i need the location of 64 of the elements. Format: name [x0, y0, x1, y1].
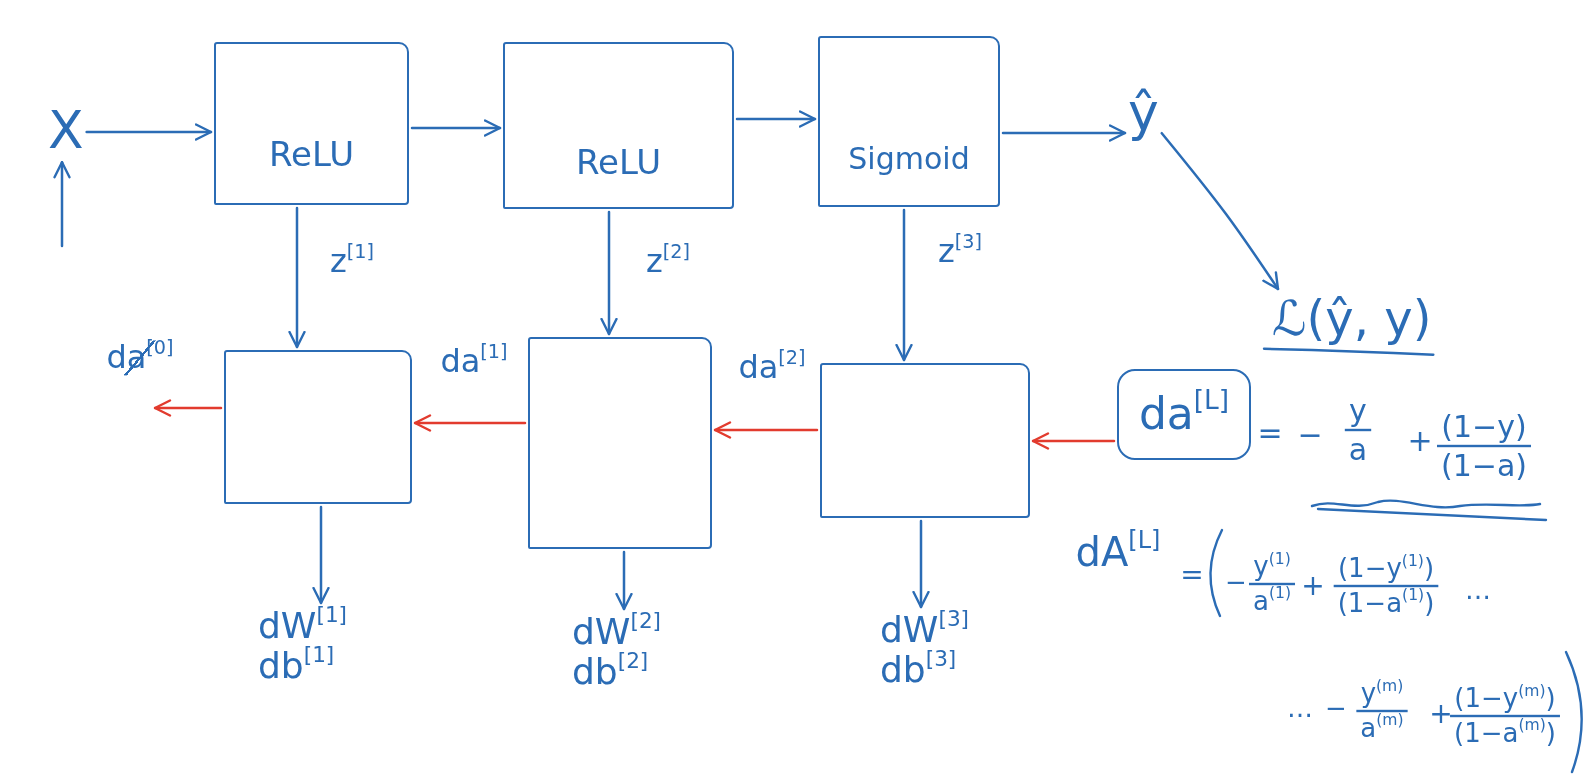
fraction-numerator: y: [1349, 394, 1367, 427]
plus-sign: +: [1429, 698, 1453, 730]
minus-sign: −: [1325, 693, 1347, 723]
equals-sign: =: [1180, 559, 1204, 591]
fraction-numerator: (1−y$^{(1)}$): [1337, 554, 1435, 583]
arrow: [1031, 432, 1116, 450]
gradient-label: db$^{[1]}$: [258, 645, 336, 686]
equals-sign: =: [1257, 415, 1283, 449]
arrow: [1001, 124, 1127, 142]
arrow: [895, 208, 913, 362]
edge-label: da$^{[1]}$: [440, 344, 508, 380]
gradient-label: da$^{[L]}$: [1138, 390, 1230, 439]
arrow: [288, 206, 306, 349]
loss-function: ℒ(ŷ, y): [1272, 292, 1432, 345]
arrow: [410, 119, 502, 137]
fraction-denominator: a$^{(m)}$: [1360, 714, 1404, 743]
arrow: [615, 550, 633, 611]
layer-box: [528, 337, 712, 549]
arrow: [85, 123, 213, 141]
activation-label: ReLU: [268, 135, 355, 173]
fraction-numerator: (1−y$^{(m)}$): [1454, 684, 1556, 713]
output-variable: ŷ: [1128, 84, 1159, 142]
arrow: [600, 210, 618, 336]
arrow: [312, 505, 330, 605]
edge-label: z$^{[3]}$: [938, 234, 982, 270]
fraction-denominator: a$^{(1)}$: [1253, 587, 1291, 616]
math-term: dA$^{[L]}$: [1075, 530, 1161, 574]
gradient-label: db$^{[2]}$: [572, 651, 650, 692]
ellipsis: …: [1287, 693, 1313, 723]
activation-label: Sigmoid: [848, 142, 970, 175]
layer-box: [818, 36, 1000, 207]
ellipsis: …: [1465, 575, 1491, 605]
gradient-label: dW$^{[1]}$: [258, 606, 348, 646]
edge-label: z$^{[1]}$: [330, 244, 374, 280]
rounded-box: [1117, 369, 1251, 460]
gradient-label: dW$^{[3]}$: [880, 610, 970, 650]
layer-box: [224, 350, 412, 504]
curved-arrow: [1160, 131, 1280, 291]
fraction-numerator: y$^{(1)}$: [1253, 552, 1291, 581]
edge-label: da$^{[2]}$: [738, 350, 806, 386]
arrow: [53, 160, 71, 248]
layer-box: [820, 363, 1030, 518]
arrow: [413, 414, 527, 432]
arrow: [735, 110, 817, 128]
fraction-denominator: (1−a$^{(1)}$): [1337, 589, 1435, 618]
arrow: [912, 519, 930, 609]
fraction-denominator: a: [1348, 433, 1368, 466]
activation-label: ReLU: [575, 143, 662, 181]
minus-sign: −: [1225, 567, 1247, 597]
layer-box: [214, 42, 409, 205]
layer-box: [503, 42, 734, 209]
input-variable: X: [48, 102, 84, 160]
edge-label: z$^{[2]}$: [646, 244, 690, 280]
arrow: [713, 421, 819, 439]
gradient-label: db$^{[3]}$: [880, 649, 958, 690]
fraction-denominator: (1−a): [1441, 449, 1527, 482]
fraction-denominator: (1−a$^{(m)}$): [1454, 719, 1556, 748]
fraction-numerator: (1−y): [1441, 410, 1527, 443]
plus-sign: +: [1301, 570, 1325, 602]
minus-sign: −: [1297, 417, 1323, 451]
plus-sign: +: [1407, 423, 1433, 457]
gradient-label: dW$^{[2]}$: [572, 612, 662, 652]
arrow: [153, 399, 223, 417]
fraction-numerator: y$^{(m)}$: [1360, 679, 1404, 708]
